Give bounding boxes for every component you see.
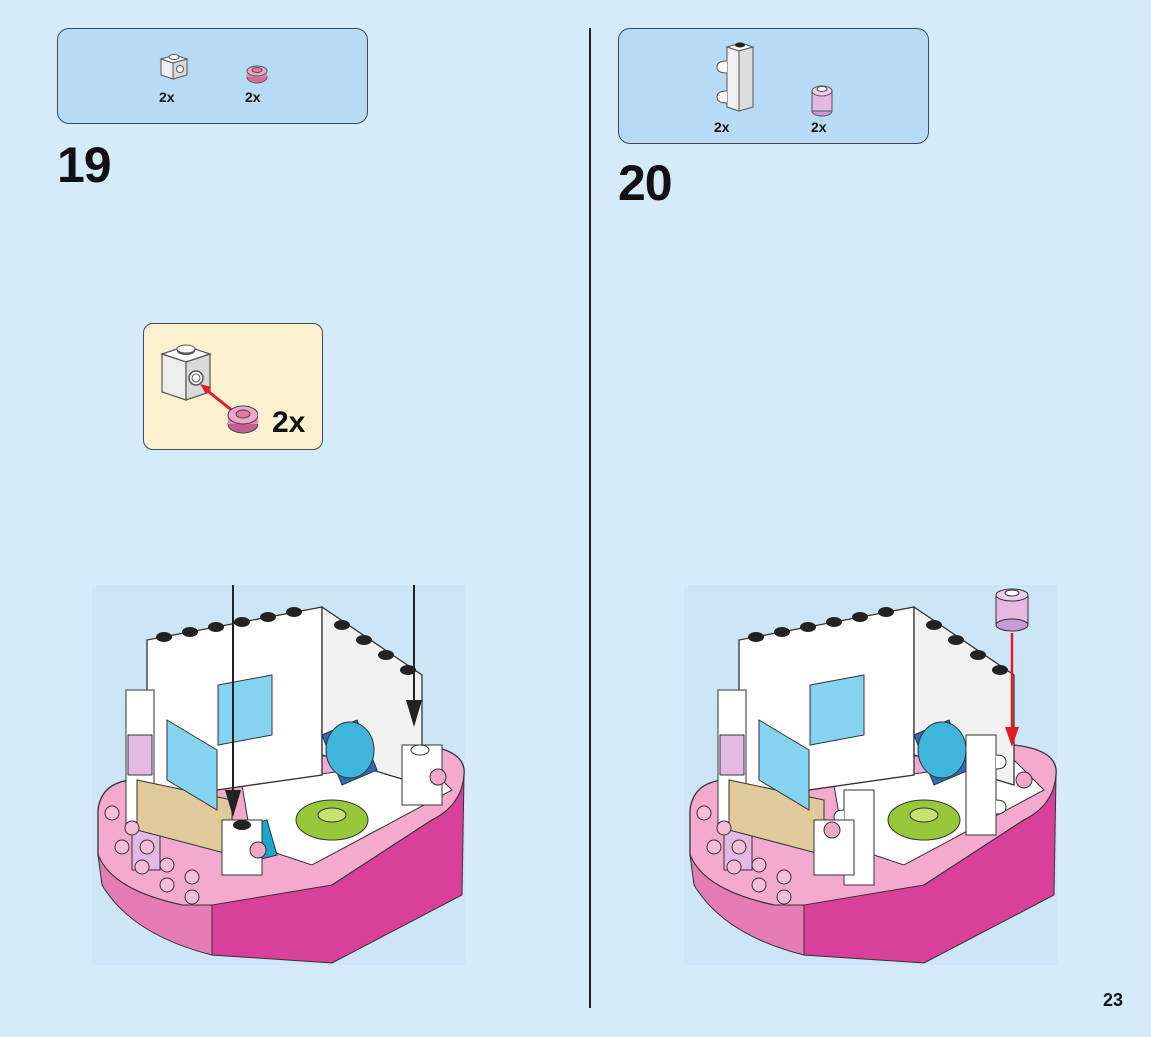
part-qty: 2x (245, 89, 261, 105)
step-19-parts-list: 2x 2x (57, 28, 368, 124)
white-brick-1x1x3-clips-icon (713, 37, 759, 115)
step-divider (589, 28, 591, 1008)
step-20-parts-list: 2x 2x (618, 28, 929, 144)
step-19-model-illustration (92, 585, 465, 965)
sub-assembly-callout: 2x (143, 323, 323, 450)
part-qty: 2x (159, 89, 175, 105)
callout-qty: 2x (272, 406, 306, 439)
step-number-19: 19 (57, 137, 112, 193)
part-qty: 2x (811, 119, 827, 135)
lavender-round-brick-1x1-icon (810, 83, 834, 117)
white-brick-1x1-stud-side-icon (157, 49, 191, 83)
callout-white-brick-icon (158, 338, 258, 438)
step-20-model-illustration (684, 585, 1057, 965)
red-arrow (203, 386, 235, 414)
pink-round-plate-1x1-icon (245, 63, 269, 85)
part-qty: 2x (714, 119, 730, 135)
step-number-20: 20 (618, 155, 673, 211)
page-number: 23 (1102, 990, 1123, 1010)
